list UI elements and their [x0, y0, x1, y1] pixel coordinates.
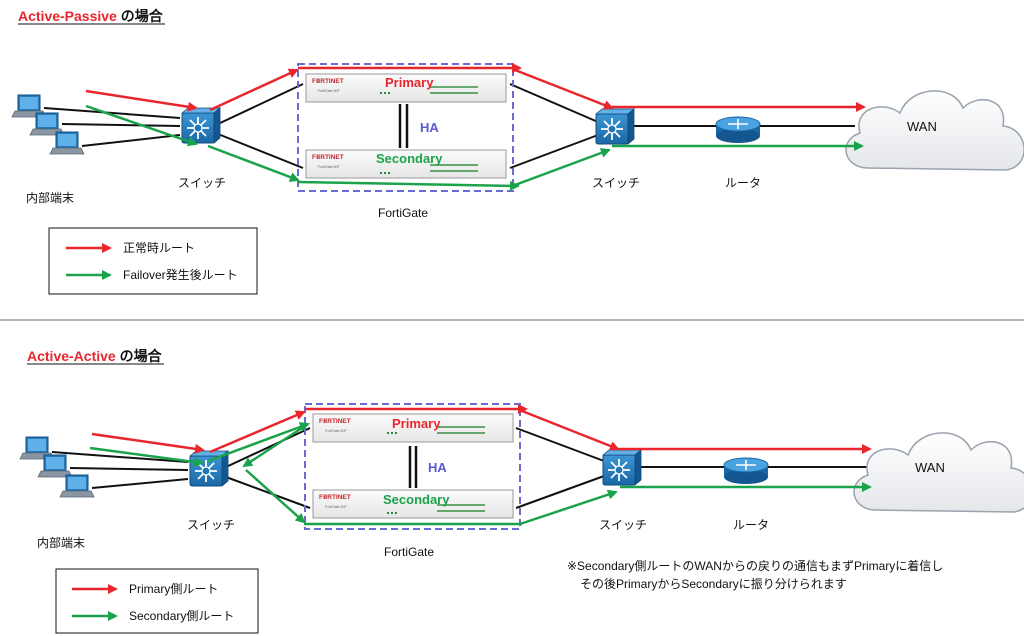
brand-logo: FⅡRTINET — [312, 78, 344, 85]
ha-label: HA — [428, 460, 447, 475]
fortigate-secondary: FⅡRTINET FortiGate 60F Secondary — [305, 149, 507, 179]
model-label: FortiGate 60F — [318, 165, 340, 169]
section-title: Active-Passive の場合 — [18, 8, 164, 24]
router-icon — [723, 457, 769, 485]
model-label: FortiGate 60F — [325, 429, 347, 433]
section-title: Active-Active の場合 — [27, 348, 163, 364]
failover-route — [85, 104, 864, 191]
pc-icon — [59, 474, 95, 498]
ha-label: HA — [420, 120, 439, 135]
fortigate-label: FortiGate — [378, 206, 428, 220]
primary-route — [91, 404, 872, 454]
fortigate-label: FortiGate — [384, 545, 434, 559]
terminals-label: 内部端末 — [26, 190, 74, 205]
legend-failover-label: Failover発生後ルート — [123, 268, 238, 282]
legend: Primary側ルート Secondary側ルート — [55, 568, 259, 634]
normal-route — [85, 63, 866, 112]
fortigate-primary: FⅡRTINET FortiGate 60F Primary — [312, 413, 514, 443]
section-title-rest: の場合 — [117, 8, 164, 24]
switch-right-label: スイッチ — [592, 176, 640, 190]
section-active-passive: Active-Passive の場合 内部端末 FⅡRTINET FortiGa… — [11, 8, 1024, 295]
port-leds — [380, 86, 478, 94]
note-line-2: その後PrimaryからSecondaryに振り分けられます — [580, 577, 847, 591]
ha-link — [408, 446, 418, 488]
port-leds — [387, 504, 485, 514]
section-title-highlight: Active-Active — [27, 348, 116, 364]
switch-left-label: スイッチ — [178, 176, 226, 190]
model-label: FortiGate 60F — [325, 505, 347, 509]
primary-label: Primary — [392, 416, 441, 431]
legend: 正常時ルート Failover発生後ルート — [48, 227, 258, 295]
switch-icon — [602, 449, 642, 486]
switch-left-label: スイッチ — [187, 518, 235, 532]
model-label: FortiGate 60F — [318, 89, 340, 93]
switch-icon — [181, 107, 221, 144]
secondary-label: Secondary — [383, 492, 450, 507]
brand-logo: FⅡRTINET — [312, 154, 344, 161]
router-label: ルータ — [733, 518, 769, 532]
ha-cluster-box — [304, 403, 521, 530]
fortigate-primary: FⅡRTINET FortiGate 60F Primary — [305, 73, 507, 103]
note-line-1: ※Secondary側ルートのWANからの戻りの通信もまずPrimaryに着信し — [567, 558, 943, 573]
section-active-active: Active-Active の場合 内部端末 FⅡRTINET FortiGat… — [19, 348, 1024, 634]
legend-normal-label: 正常時ルート — [123, 241, 195, 255]
terminals-label: 内部端末 — [37, 535, 85, 550]
physical-links — [43, 83, 855, 169]
ha-link — [398, 104, 409, 148]
section-title-rest: の場合 — [116, 348, 163, 364]
port-leds — [380, 164, 478, 174]
secondary-label: Secondary — [376, 151, 443, 166]
section-title-highlight: Active-Passive — [18, 8, 117, 24]
wan-label: WAN — [915, 460, 945, 475]
ha-cluster-box — [297, 63, 514, 192]
wan-label: WAN — [907, 119, 937, 134]
switch-icon — [595, 108, 635, 145]
legend-primary-label: Primary側ルート — [129, 582, 218, 596]
brand-logo: FⅡRTINET — [319, 418, 351, 425]
physical-links — [51, 427, 870, 509]
router-icon — [715, 116, 761, 144]
legend-secondary-label: Secondary側ルート — [129, 609, 234, 623]
primary-label: Primary — [385, 75, 434, 90]
router-label: ルータ — [725, 176, 761, 190]
secondary-route — [89, 422, 872, 526]
port-leds — [387, 426, 485, 434]
switch-right-label: スイッチ — [599, 518, 647, 532]
fortigate-secondary: FⅡRTINET FortiGate 60F Secondary — [312, 489, 514, 519]
brand-logo: FⅡRTINET — [319, 494, 351, 501]
